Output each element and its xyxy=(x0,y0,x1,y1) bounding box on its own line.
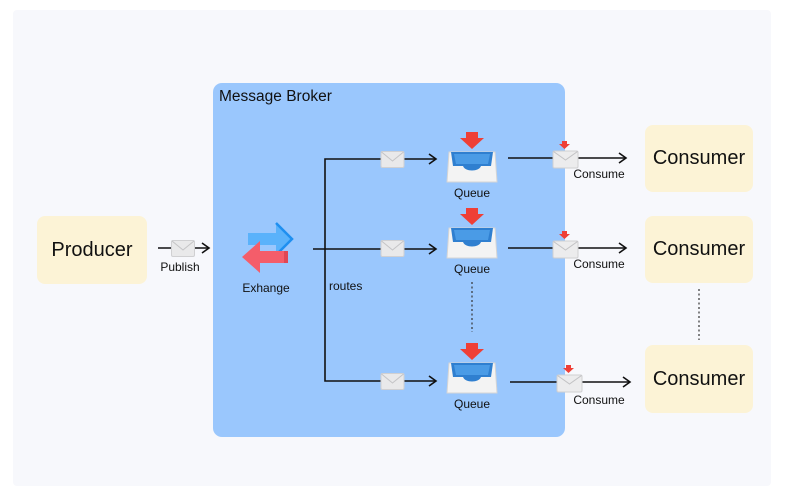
consume-label: Consume xyxy=(573,393,625,407)
publish-label: Publish xyxy=(160,260,200,274)
queue-label: Queue xyxy=(453,186,491,200)
consumer-node[interactable]: Consumer xyxy=(645,125,753,192)
envelope-icon xyxy=(171,240,195,257)
envelope-icon xyxy=(380,151,405,168)
incoming-envelope-icon xyxy=(552,231,579,259)
inbox-tray-icon xyxy=(446,132,498,183)
inbox-tray-icon xyxy=(446,343,498,394)
consumer-node[interactable]: Consumer xyxy=(645,216,753,283)
consumer-node[interactable]: Consumer xyxy=(645,345,753,413)
message-broker-title: Message Broker xyxy=(219,88,332,105)
inbox-tray-icon xyxy=(446,208,498,259)
producer-node[interactable]: Producer xyxy=(37,216,147,284)
exchange-label: Exhange xyxy=(242,281,290,295)
envelope-icon xyxy=(380,373,405,390)
consume-label: Consume xyxy=(573,257,625,271)
incoming-envelope-icon xyxy=(556,365,583,393)
envelope-icon xyxy=(380,240,405,257)
exchange-arrows-icon xyxy=(242,222,294,273)
queue-label: Queue xyxy=(453,397,491,411)
consumer-label: Consumer xyxy=(652,147,746,169)
routes-label: routes xyxy=(329,279,363,293)
producer-label: Producer xyxy=(51,238,133,261)
incoming-envelope-icon xyxy=(552,141,579,169)
consume-label: Consume xyxy=(573,167,625,181)
consumer-label: Consumer xyxy=(652,367,746,390)
consumer-label: Consumer xyxy=(652,238,746,260)
queue-label: Queue xyxy=(453,262,491,276)
